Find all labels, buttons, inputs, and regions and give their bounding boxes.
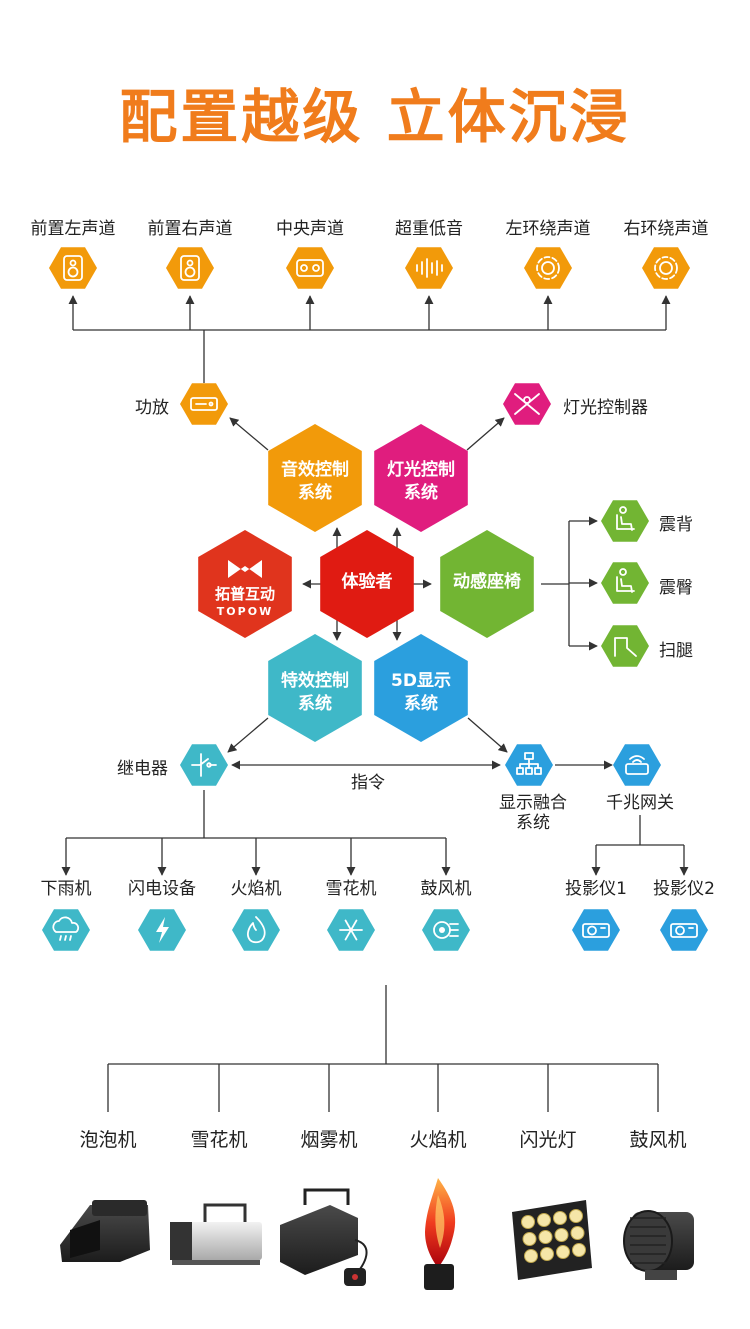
light-system-label: 灯光控制系统 xyxy=(387,460,455,503)
fan-icon xyxy=(422,909,470,951)
snowflake-icon xyxy=(327,909,375,951)
smoke-machine-image xyxy=(280,1188,368,1286)
seat-feature-label-leg: 扫腿 xyxy=(659,641,693,661)
relay-icon xyxy=(180,744,228,786)
speaker-label-front-right: 前置右声道 xyxy=(147,219,233,239)
display-system-hex xyxy=(374,634,468,742)
speaker-icon xyxy=(49,247,97,289)
light-controller-label: 灯光控制器 xyxy=(563,398,648,418)
seat-feature-label-back: 震背 xyxy=(659,515,693,535)
effects-to-relay-arrow xyxy=(227,717,269,753)
effect-label-rain: 下雨机 xyxy=(40,879,92,899)
experiencer-hex xyxy=(320,530,414,638)
speaker-label-surround-left: 左环绕声道 xyxy=(505,219,591,239)
hex-badge xyxy=(405,247,453,289)
surround-icon xyxy=(524,247,572,289)
speaker-label-surround-right: 右环绕声道 xyxy=(623,219,709,239)
motion-seat-hex xyxy=(440,530,534,638)
light-to-controller-arrow xyxy=(466,417,505,451)
seat-feature-label-hip: 震臀 xyxy=(659,578,693,598)
rain-cloud-icon xyxy=(42,909,90,951)
relay-label: 继电器 xyxy=(117,759,168,779)
audio-system-label: 音效控制系统 xyxy=(281,460,349,503)
flame-icon xyxy=(232,909,280,951)
brand-logo-icon xyxy=(228,560,262,578)
amp-label: 功放 xyxy=(135,398,169,418)
projector-label-2: 投影仪2 xyxy=(653,879,715,899)
hex-badge xyxy=(601,625,649,667)
hex-badge xyxy=(524,247,572,289)
hex-badge xyxy=(601,500,649,542)
router-icon xyxy=(613,744,661,786)
effects-system-hex xyxy=(268,634,362,742)
seat-hip-icon xyxy=(601,562,649,604)
seat-back-icon xyxy=(601,500,649,542)
lightning-icon xyxy=(138,909,186,951)
hex-badge xyxy=(601,562,649,604)
speaker-label-subwoofer: 超重低音 xyxy=(395,219,463,239)
machine-label-smoke: 烟雾机 xyxy=(300,1129,358,1151)
audio-to-amp-arrow xyxy=(229,417,269,451)
hex-badge xyxy=(642,247,690,289)
machine-label-strobe: 闪光灯 xyxy=(519,1129,577,1151)
blower-fan-image xyxy=(623,1210,694,1280)
page-title: 配置越级 立体沉浸 xyxy=(119,83,631,151)
effect-label-fan: 鼓风机 xyxy=(420,879,472,899)
brand-name: 拓普互动 xyxy=(214,585,276,603)
effects-system-label: 特效控制系统 xyxy=(281,671,349,714)
product-illustrations xyxy=(60,1178,694,1290)
effect-label-lightning: 闪电设备 xyxy=(128,879,196,899)
speaker-label-front-left: 前置左声道 xyxy=(30,219,116,239)
center-speaker-icon xyxy=(286,247,334,289)
command-label: 指令 xyxy=(351,773,385,793)
hex-badge xyxy=(422,909,470,951)
hex-badge xyxy=(286,247,334,289)
speaker-icon xyxy=(166,247,214,289)
amplifier-icon xyxy=(180,383,228,425)
machine-label-flame: 火焰机 xyxy=(409,1129,467,1151)
hex-badge xyxy=(613,744,661,786)
network-icon xyxy=(505,744,553,786)
hex-badge xyxy=(180,744,228,786)
speaker-label-center: 中央声道 xyxy=(276,219,344,239)
brand-en: TOPOW xyxy=(216,605,274,618)
projector-label-1: 投影仪1 xyxy=(565,879,627,899)
machine-label-bubble: 泡泡机 xyxy=(79,1129,137,1151)
stage-light-icon xyxy=(503,383,551,425)
projector-icon xyxy=(660,909,708,951)
effect-label-snow: 雪花机 xyxy=(325,879,377,899)
fusion-label: 显示融合系统 xyxy=(499,793,567,833)
machine-label-fan: 鼓风机 xyxy=(629,1129,687,1151)
snow-machine-image xyxy=(170,1203,262,1265)
soundwave-icon xyxy=(405,247,453,289)
display-system-label: 5D显示系统 xyxy=(391,671,451,714)
flame-machine-image xyxy=(424,1178,456,1290)
surround-icon xyxy=(642,247,690,289)
brand-hex xyxy=(198,530,292,638)
effect-label-flame: 火焰机 xyxy=(230,879,282,899)
diagram-nodes xyxy=(42,247,708,951)
gateway-label: 千兆网关 xyxy=(606,793,674,813)
audio-system-hex xyxy=(268,424,362,532)
connector-lines xyxy=(61,295,689,1112)
motion-seat-label: 动感座椅 xyxy=(453,572,521,592)
machine-label-snow: 雪花机 xyxy=(190,1129,248,1151)
experiencer-label: 体验者 xyxy=(341,572,393,592)
bubble-machine-image xyxy=(60,1200,150,1262)
strobe-light-image xyxy=(512,1200,592,1280)
projector-icon xyxy=(572,909,620,951)
leg-sweep-icon xyxy=(601,625,649,667)
light-system-hex xyxy=(374,424,468,532)
hex-badge xyxy=(42,909,90,951)
display-to-fusion-arrow xyxy=(467,717,508,753)
